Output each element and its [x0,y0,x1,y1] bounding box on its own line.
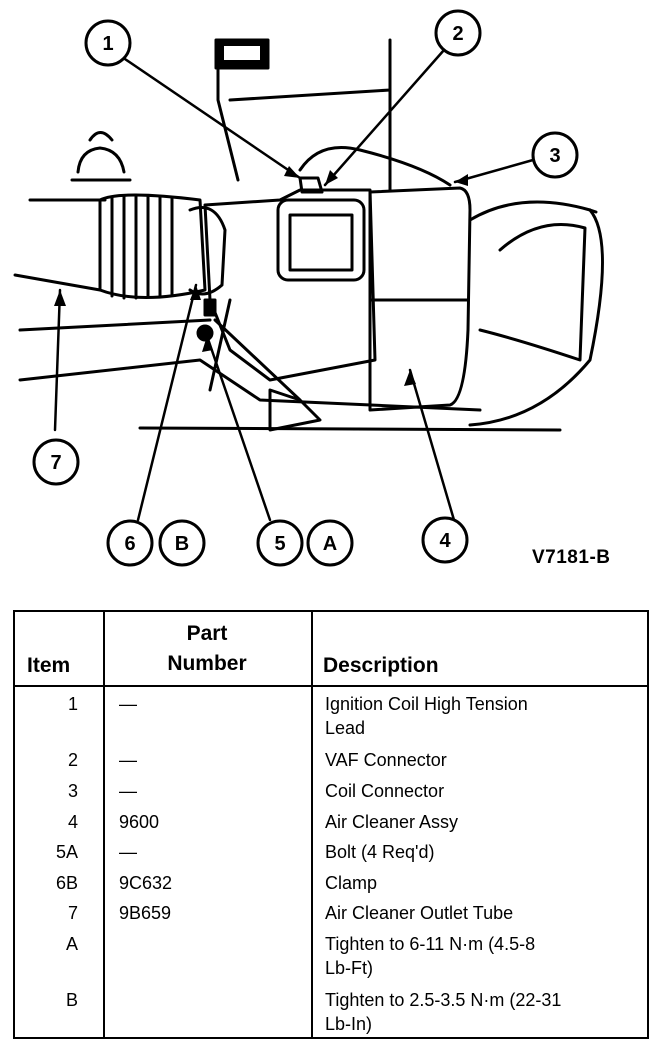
callout-6-label: 6 [124,533,135,555]
callout-A [306,519,354,567]
table-cell-description: Tighten to 2.5-3.5 N·m (22-31 [325,990,562,1010]
air-cleaner [368,186,472,412]
table-cell-description: Clamp [325,873,378,893]
table-cell-part-number: 9C632 [119,873,173,893]
table-cell-part-number: — [119,842,137,862]
table-cell-item: 3 [67,781,78,801]
header-item: Item [27,654,71,677]
callout-7 [32,438,80,486]
lower-bracket [208,298,322,432]
table-cell-item: 7 [67,903,78,923]
table-cell-description: Coil Connector [325,781,445,801]
column-divider [103,612,105,1037]
header-part: Part [186,622,228,645]
column-divider [311,612,313,1037]
table-cell-description: Lead [325,718,366,738]
table-cell-item: B [65,990,78,1010]
header-description: Description [323,654,439,677]
table-cell-description: Bolt (4 Req'd) [325,842,435,862]
engine-valve [70,131,132,182]
table-cell-item: A [65,934,78,954]
callout-3 [531,131,579,179]
table-cell-part-number: — [119,781,137,801]
callout-1 [84,19,132,67]
table-cell-description: VAF Connector [325,750,447,770]
callout-B [158,519,206,567]
vaf-meter [203,188,377,382]
frame-lines [13,198,562,432]
callout-3-label: 3 [549,145,560,167]
callout-1-label: 1 [102,33,113,55]
intake-duct [468,200,598,362]
table-cell-item: 2 [67,750,78,770]
callout-6 [106,519,154,567]
table-cell-description: Ignition Coil High Tension [325,694,528,714]
table-cell-description: Air Cleaner Assy [325,812,459,832]
vaf-window [276,198,366,282]
table-cell-item: 1 [67,694,78,714]
table-cell-description: Lb-Ft) [325,958,374,978]
table-cell-part-number: 9B659 [119,903,172,923]
callout-2 [434,9,482,57]
table-cell-item: 5A [55,842,78,862]
callout-7-label: 7 [50,452,61,474]
parts-table: Item Part Number Description 1 — Ignition … [13,610,649,1039]
table-cell-item: 6B [55,873,78,893]
table-cell-description: Tighten to 6-11 N·m (4.5-8 [325,934,536,954]
callout-5-label: 5 [274,533,285,555]
leader-lines [53,48,535,522]
header-number: Number [167,652,247,675]
callout-4-label: 4 [439,530,451,552]
figure-code: V7181-B [532,547,611,568]
table-cell-part-number: — [119,750,137,770]
callout-4 [421,516,469,564]
coil-lead [298,146,452,187]
callout-2-label: 2 [452,23,463,45]
upper-bracket [216,38,392,192]
callout-B-label: B [175,533,189,555]
outlet-tube [98,193,207,299]
table-cell-description: Air Cleaner Outlet Tube [325,903,514,923]
header-divider [15,685,647,687]
table-cell-part-number: — [119,694,137,714]
callout-A-label: A [323,533,337,555]
table-cell-description: Lb-In) [325,1014,373,1034]
parts-diagram: 1 2 3 4 5 A 6 B 7 [13,9,604,567]
callout-5 [256,519,304,567]
table-cell-item: 4 [67,812,78,832]
table-cell-part-number: 9600 [119,812,160,832]
